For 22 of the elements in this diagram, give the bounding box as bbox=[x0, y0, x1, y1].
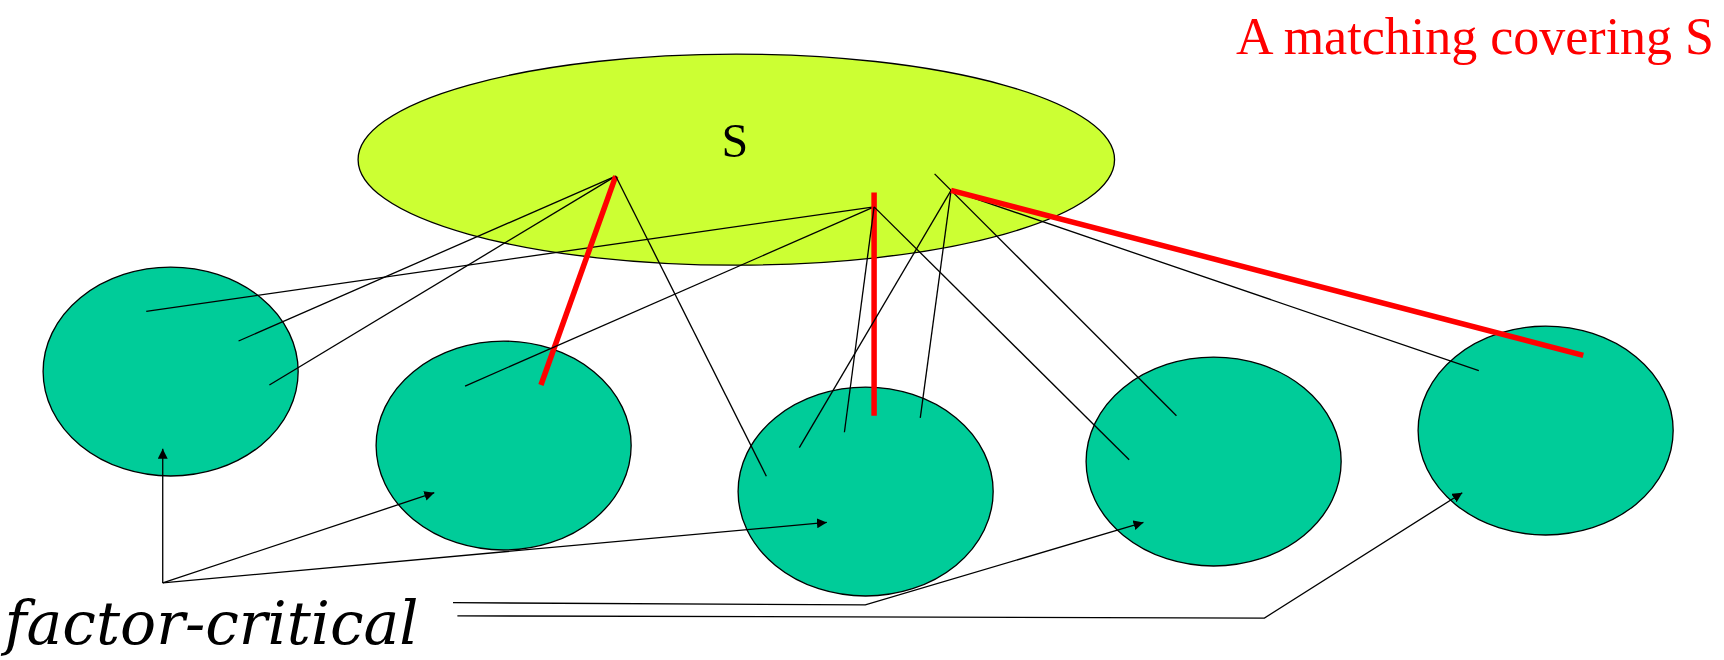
component-ellipse bbox=[374, 339, 633, 551]
edge-line bbox=[873, 206, 1130, 461]
edge-line bbox=[919, 189, 952, 419]
arrow bbox=[157, 448, 168, 584]
edge-line bbox=[950, 187, 1584, 358]
annotation-text: A matching covering S bbox=[1235, 7, 1714, 67]
node-label: S bbox=[721, 116, 749, 165]
arrow bbox=[162, 518, 828, 584]
arrow bbox=[452, 520, 1145, 606]
arrow bbox=[456, 492, 1463, 619]
edge-line bbox=[933, 173, 1178, 417]
arrow bbox=[162, 491, 435, 584]
edge-line bbox=[871, 192, 877, 416]
edge-line bbox=[538, 175, 619, 386]
component-ellipse bbox=[1417, 325, 1675, 537]
set-ellipse bbox=[357, 52, 1116, 267]
component-ellipse bbox=[736, 385, 994, 597]
edge-line bbox=[798, 189, 952, 449]
component-ellipse bbox=[1085, 356, 1343, 568]
component-ellipse bbox=[41, 266, 300, 478]
edge-line bbox=[615, 175, 767, 477]
edge-line bbox=[843, 206, 875, 433]
